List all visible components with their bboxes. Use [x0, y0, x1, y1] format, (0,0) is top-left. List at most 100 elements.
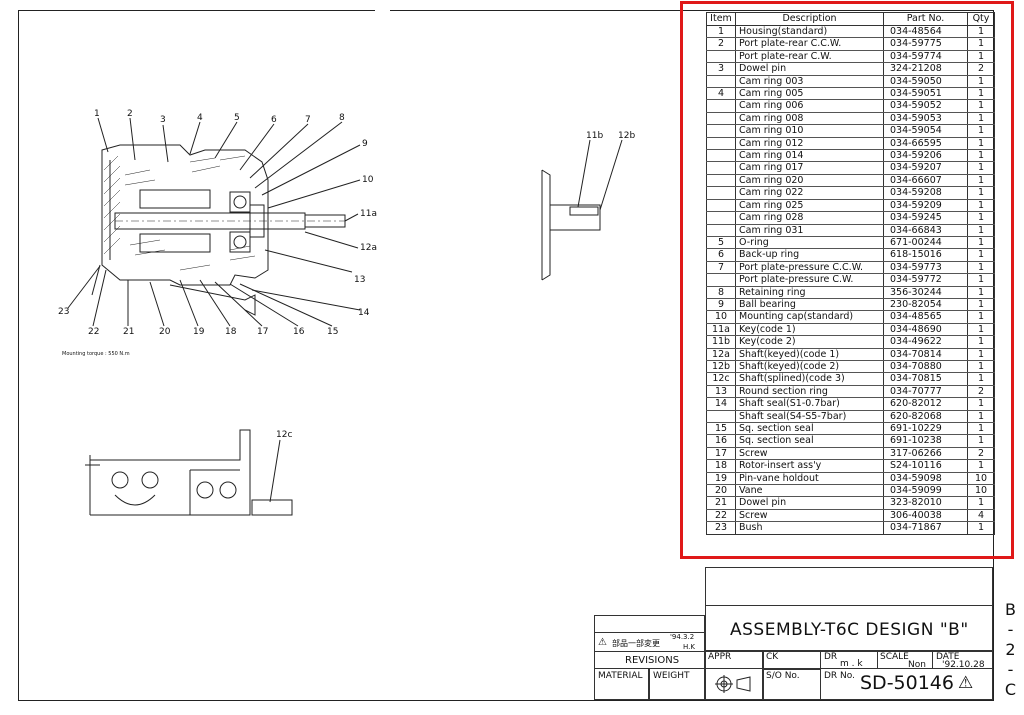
- balloon-3: 3: [160, 115, 166, 125]
- cell-item: 4: [706, 87, 736, 101]
- cell-item: 22: [706, 509, 736, 523]
- cell-description: Port plate-pressure C.W.: [735, 273, 884, 287]
- cell-description: Key(code 1): [735, 323, 884, 337]
- cell-description: Shaft seal(S4-S5-7bar): [735, 410, 884, 424]
- ck-cell: [763, 651, 821, 669]
- cell-description: Back-up ring: [735, 248, 884, 262]
- date-label: DATE: [936, 652, 960, 662]
- sheet-code: B-2-C: [1001, 600, 1020, 700]
- revision-date: '94.3.2: [670, 633, 695, 641]
- balloon-17: 17: [257, 327, 268, 337]
- cell-description: Shaft(keyed)(code 2): [735, 360, 884, 374]
- cell-item: 9: [706, 298, 736, 312]
- drawing-number-warning-icon: ⚠: [958, 673, 974, 693]
- cell-qty: 4: [967, 509, 995, 523]
- cell-part-no: 691-10229: [883, 422, 968, 436]
- cell-item: [706, 50, 736, 64]
- cell-item: 2: [706, 37, 736, 51]
- cell-qty: 1: [967, 149, 995, 163]
- balloon-4: 4: [197, 113, 203, 123]
- frame-top-right: [390, 10, 993, 11]
- ck-label: CK: [766, 652, 779, 662]
- cell-description: Vane: [735, 484, 884, 498]
- cell-qty: 1: [967, 372, 995, 386]
- cell-description: Round section ring: [735, 385, 884, 399]
- cell-part-no: 034-48565: [883, 310, 968, 324]
- cell-part-no: 034-59772: [883, 273, 968, 287]
- cell-part-no: 034-70777: [883, 385, 968, 399]
- cell-item: 11b: [706, 335, 736, 349]
- cell-item: 14: [706, 397, 736, 411]
- cell-part-no: 317-06266: [883, 447, 968, 461]
- cell-qty: 1: [967, 25, 995, 39]
- cell-item: [706, 211, 736, 225]
- cell-description: Cam ring 031: [735, 224, 884, 237]
- balloon-15: 15: [327, 327, 338, 337]
- cell-qty: 1: [967, 99, 995, 113]
- cell-part-no: 034-48564: [883, 25, 968, 39]
- balloon-20: 20: [159, 327, 171, 337]
- cell-item: 19: [706, 472, 736, 486]
- header-part-no: Part No.: [883, 12, 968, 26]
- cell-description: Housing(standard): [735, 25, 884, 39]
- balloon-1: 1: [94, 109, 100, 119]
- cell-description: Cam ring 028: [735, 211, 884, 225]
- cell-description: Retaining ring: [735, 286, 884, 299]
- cell-description: Screw: [735, 447, 884, 461]
- so-cell: [763, 669, 821, 700]
- cell-description: Cam ring 022: [735, 186, 884, 200]
- balloon-8: 8: [339, 113, 345, 123]
- balloon-2: 2: [127, 109, 133, 119]
- cell-qty: 1: [967, 459, 995, 473]
- title-block-title-cell: [705, 605, 993, 651]
- cell-qty: 1: [967, 112, 995, 126]
- revision-row: [594, 632, 705, 652]
- cell-qty: 1: [967, 50, 995, 64]
- cell-qty: 1: [967, 496, 995, 510]
- cell-item: 11a: [706, 323, 736, 337]
- cell-qty: 1: [967, 174, 995, 188]
- balloon-6: 6: [271, 115, 277, 125]
- cell-description: Rotor-insert ass'y: [735, 459, 884, 473]
- header-item: Item: [706, 12, 736, 26]
- scale-value: Non: [908, 660, 926, 670]
- cell-part-no: 034-48690: [883, 323, 968, 337]
- date-value: '92.10.28: [942, 660, 985, 670]
- cell-item: [706, 137, 736, 151]
- cell-item: [706, 99, 736, 113]
- cell-part-no: 034-59052: [883, 99, 968, 113]
- cell-item: [706, 273, 736, 287]
- cell-item: 1: [706, 25, 736, 39]
- cell-part-no: 323-82010: [883, 496, 968, 510]
- cell-item: [706, 124, 736, 138]
- cell-part-no: 034-59098: [883, 472, 968, 486]
- parts-table-header: Item Description Part No. Qty: [706, 12, 995, 26]
- label-12c: 12c: [276, 430, 292, 440]
- scale-label: SCALE: [880, 652, 909, 662]
- revision-warning-icon: ⚠: [598, 637, 607, 648]
- balloon-22: 22: [88, 327, 99, 337]
- cell-description: Cam ring 012: [735, 137, 884, 151]
- cell-part-no: 034-70814: [883, 348, 968, 361]
- cell-description: Cam ring 017: [735, 161, 884, 175]
- cell-qty: 1: [967, 286, 995, 299]
- cell-part-no: 034-71867: [883, 521, 968, 535]
- cell-part-no: 230-82054: [883, 298, 968, 312]
- cell-part-no: 306-40038: [883, 509, 968, 523]
- cell-qty: 1: [967, 422, 995, 436]
